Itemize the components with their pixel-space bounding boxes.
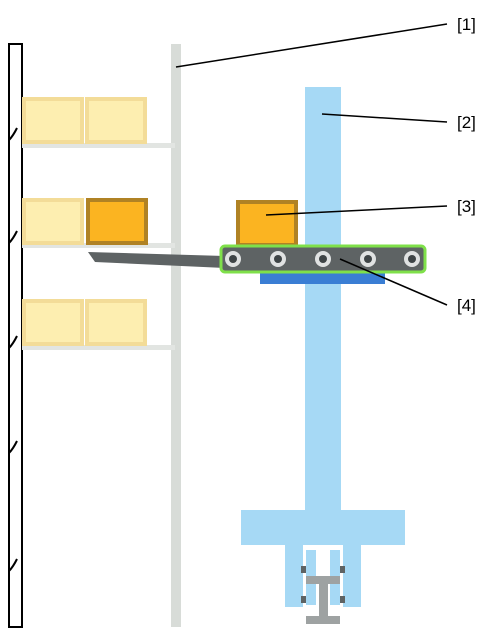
- rail-beam: [306, 576, 340, 624]
- box-on-lift: [236, 200, 298, 247]
- box-row1-left: [22, 97, 84, 144]
- callout-leaders: [175, 23, 448, 306]
- shelf-upright: [171, 44, 181, 627]
- box-row3-left: [22, 299, 84, 346]
- leader-2: [321, 113, 448, 123]
- guide-rollers: [301, 566, 345, 603]
- callout-label-1: [1]: [457, 15, 476, 34]
- lift-base-leg-left: [285, 545, 303, 607]
- leader-1: [175, 23, 448, 68]
- telescope-arm: [88, 252, 225, 268]
- lift-base: [241, 510, 405, 624]
- conveyor-rollers: [225, 251, 420, 267]
- box-row2-right-active: [86, 198, 148, 245]
- shelf-board-2: [22, 243, 175, 248]
- callout-label-2: [2]: [457, 113, 476, 132]
- leader-4: [339, 258, 448, 306]
- leader-3: [265, 205, 448, 216]
- shelf-board-3: [22, 345, 175, 350]
- lift-base-plate: [241, 510, 405, 545]
- shelf-board-1: [22, 143, 175, 148]
- stored-boxes: [22, 97, 148, 346]
- callout-label-4: [4]: [457, 296, 476, 315]
- lift-mast: [305, 87, 341, 512]
- lift-base-leg-right: [343, 545, 361, 607]
- box-row1-right: [85, 97, 147, 144]
- box-row2-left: [22, 198, 84, 245]
- box-row3-right: [85, 299, 147, 346]
- wall-ticks: [8, 127, 18, 572]
- callout-label-3: [3]: [457, 197, 476, 216]
- roller-conveyor: [219, 244, 427, 274]
